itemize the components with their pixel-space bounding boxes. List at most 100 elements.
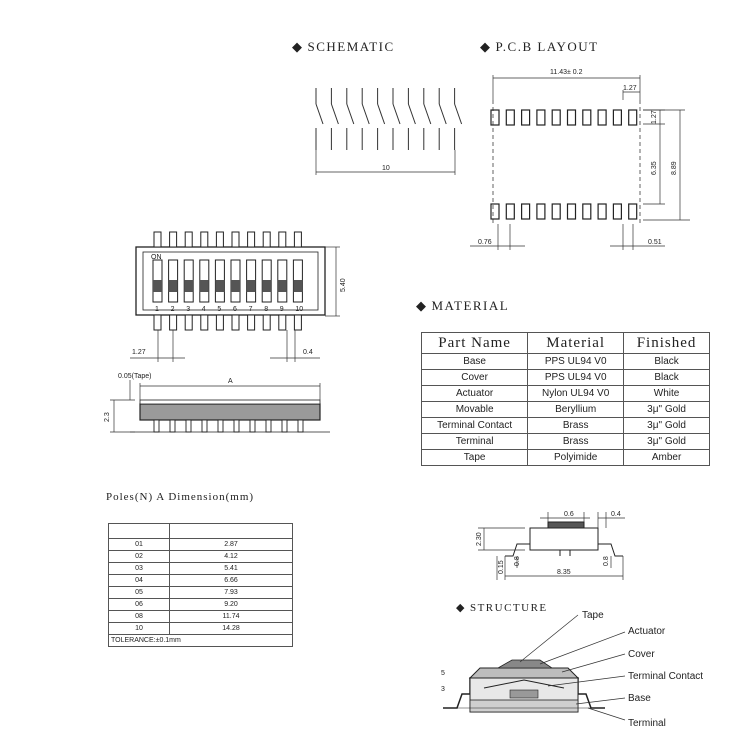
material-part-name-cell: Base bbox=[420, 353, 529, 370]
profile-view bbox=[505, 521, 623, 557]
side-lead bbox=[153, 419, 160, 433]
front-bottom-lead bbox=[231, 314, 240, 331]
structure-side-dim-5: 5 bbox=[441, 670, 445, 677]
front-actuator-knob bbox=[153, 280, 162, 292]
side-dim-tape: 0.05(Tape) bbox=[118, 373, 151, 380]
profile-dim-top: 0.6 bbox=[564, 511, 574, 518]
material-part-name-cell: Cover bbox=[420, 369, 529, 386]
schematic-dim-10: 10 bbox=[382, 165, 390, 172]
material-finished-cell: Amber bbox=[623, 449, 710, 466]
front-bottom-lead bbox=[169, 314, 178, 331]
front-actuator-knob bbox=[199, 280, 209, 292]
structure-leader-lines bbox=[519, 614, 626, 721]
front-bottom-lead bbox=[184, 314, 193, 331]
schematic-switch bbox=[346, 88, 355, 150]
schematic-switch-contact bbox=[438, 103, 447, 125]
material-material-cell: Polyimide bbox=[527, 449, 625, 466]
front-actuator-knob bbox=[231, 280, 240, 292]
side-tape bbox=[139, 399, 321, 405]
profile-dim-right-top: 0.4 bbox=[611, 511, 621, 518]
pcb-dim-pad-width-left: 0.76 bbox=[478, 239, 492, 246]
pcb-pad-bottom bbox=[628, 203, 638, 220]
material-finished-cell: Black bbox=[623, 369, 710, 386]
structure-cross-section bbox=[443, 659, 605, 713]
pcb-layout-heading: ◆P.C.B LAYOUT bbox=[480, 39, 599, 54]
poles-count-cell: 03 bbox=[108, 562, 170, 575]
schematic-switch bbox=[454, 88, 463, 150]
front-bottom-lead bbox=[153, 314, 162, 331]
pcb-dim-overall: 11.43± 0.2 bbox=[550, 69, 583, 76]
schematic-switch-contact bbox=[361, 103, 370, 125]
schematic-switch-contact bbox=[330, 103, 339, 125]
front-position-number: 3 bbox=[186, 306, 190, 313]
material-material-cell: PPS UL94 V0 bbox=[527, 369, 625, 386]
side-lead bbox=[265, 419, 272, 433]
material-header-part-name: Part Name bbox=[420, 332, 529, 354]
front-bottom-lead bbox=[247, 314, 256, 331]
material-material-cell: Brass bbox=[527, 433, 625, 450]
pcb-pad-top bbox=[490, 109, 500, 126]
front-actuator-knob bbox=[277, 280, 287, 292]
material-part-name-cell: Tape bbox=[420, 449, 529, 466]
schematic-switch-contact bbox=[392, 103, 401, 125]
poles-count-cell: 10 bbox=[108, 622, 170, 635]
side-lead bbox=[233, 419, 240, 433]
poles-count-cell: 04 bbox=[108, 574, 170, 587]
schematic-switch bbox=[330, 88, 339, 150]
schematic-switch-contact bbox=[346, 103, 355, 125]
pcb-pad-top bbox=[536, 109, 546, 126]
front-actuator-knob bbox=[215, 280, 225, 292]
pcb-dim-lines bbox=[470, 75, 690, 250]
side-dim-lines bbox=[110, 380, 321, 433]
structure-callout-tape: Tape bbox=[582, 610, 604, 621]
front-dim-pitch: 1.27 bbox=[132, 349, 146, 356]
pcb-dim-pad-length: 1.27 bbox=[651, 110, 658, 124]
pcb-dim-outer: 8.89 bbox=[671, 161, 678, 175]
material-material-cell: Brass bbox=[527, 417, 625, 434]
side-dim-length: A bbox=[228, 378, 233, 385]
poles-count-cell: 06 bbox=[108, 598, 170, 611]
poles-caption: Poles(N) A Dimension(mm) bbox=[106, 491, 254, 503]
front-position-number: 1 bbox=[155, 306, 159, 313]
front-actuator-knob bbox=[168, 280, 178, 292]
poles-dimension-cell: 9.20 bbox=[169, 598, 293, 611]
material-finished-cell: White bbox=[623, 385, 710, 402]
schematic-switch bbox=[423, 88, 432, 150]
material-header-finished: Finished bbox=[623, 332, 710, 354]
pcb-dim-pitch: 1.27 bbox=[623, 85, 637, 92]
front-bottom-lead bbox=[215, 314, 224, 331]
structure-callout-terminal-contact: Terminal Contact bbox=[628, 671, 703, 682]
front-position-number: 2 bbox=[171, 306, 175, 313]
front-bottom-lead bbox=[293, 314, 302, 331]
side-lead bbox=[185, 419, 192, 433]
front-top-lead bbox=[200, 231, 209, 248]
pcb-pad-top bbox=[566, 109, 577, 126]
pcb-pad-bottom bbox=[520, 203, 531, 220]
side-body bbox=[139, 403, 321, 421]
pcb-pad-top bbox=[551, 109, 561, 126]
front-top-lead bbox=[247, 231, 256, 248]
pcb-pad-top bbox=[628, 109, 638, 126]
material-material-cell: Nylon UL94 V0 bbox=[527, 385, 625, 402]
schematic-switch-contact bbox=[377, 103, 386, 125]
front-actuator-knob bbox=[246, 280, 256, 292]
poles-dimension-cell: 4.12 bbox=[169, 550, 293, 563]
side-lead bbox=[281, 419, 288, 433]
front-top-lead bbox=[293, 231, 302, 248]
pcb-pad-bottom bbox=[582, 203, 592, 220]
poles-table-header-row bbox=[108, 523, 293, 539]
front-top-lead bbox=[169, 231, 178, 248]
front-actuator-knob bbox=[293, 280, 303, 292]
material-finished-cell: 3μ" Gold bbox=[623, 417, 710, 434]
poles-dimension-cell: 2.87 bbox=[169, 538, 293, 551]
pcb-pad-bottom bbox=[536, 203, 546, 220]
poles-dimension-cell: 14.28 bbox=[169, 622, 293, 635]
profile-dim-lead-left: 0.8 bbox=[514, 556, 521, 566]
